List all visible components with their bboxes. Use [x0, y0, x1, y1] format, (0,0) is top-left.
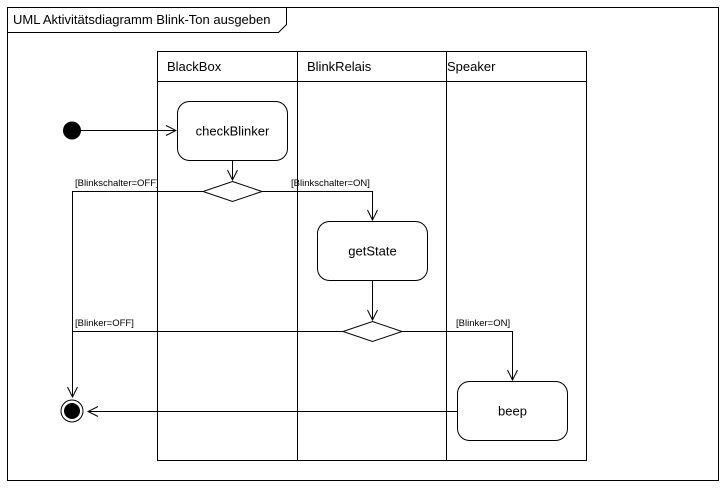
control-flows: [73, 131, 513, 412]
final-node: [60, 399, 84, 423]
decision-node-blinker: [341, 320, 404, 343]
activity-beep-label: beep: [498, 404, 527, 419]
swimlane-frame: [157, 51, 587, 461]
frame-title: UML Aktivitätsdiagramm Blink-Ton ausgebe…: [13, 12, 270, 27]
lane-label-speaker: Speaker: [447, 59, 496, 74]
lane-label-blinkrelais: BlinkRelais: [307, 59, 372, 74]
lane-label-blackbox: BlackBox: [167, 59, 222, 74]
flow-blinkschalter-on: [262, 191, 373, 221]
decision-node-blinkschalter: [201, 180, 264, 203]
guard-blinker-off: [Blinker=OFF]: [75, 318, 134, 329]
activity-check-blinker: checkBlinker: [177, 101, 288, 161]
activity-get-state: getState: [317, 221, 428, 281]
initial-node: [63, 121, 81, 140]
activity-beep: beep: [457, 381, 568, 441]
guard-blinker-on: [Blinker=ON]: [456, 318, 510, 329]
activity-get-state-label: getState: [348, 244, 396, 259]
flow-blinkschalter-off: [73, 191, 203, 398]
diagram-frame: [7, 7, 719, 481]
flow-blinker-on: [402, 331, 513, 381]
swimlanes: BlackBox BlinkRelais Speaker: [157, 51, 587, 461]
guard-blinkschalter-on: [Blinkschalter=ON]: [291, 178, 370, 189]
frame-title-tab: [7, 7, 287, 33]
activity-check-blinker-label: checkBlinker: [196, 124, 270, 139]
guard-blinkschalter-off: [Blinkschalter=OFF]: [75, 178, 159, 189]
